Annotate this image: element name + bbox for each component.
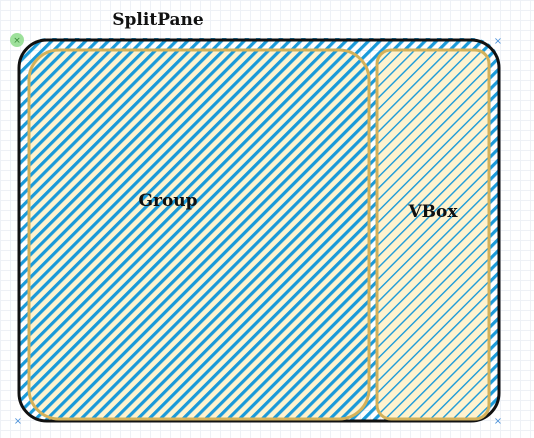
vbox-hatch-fill	[377, 50, 489, 419]
splitpane-label: SplitPane	[112, 10, 204, 30]
group-label: Group	[138, 191, 198, 211]
splitpane-outline	[17, 38, 501, 423]
vbox-label: VBox	[408, 202, 458, 222]
resize-handle-bottom-left-icon[interactable]: ×	[14, 416, 22, 427]
group-hatch-fill	[29, 50, 369, 419]
rotate-handle-x-icon: ×	[13, 36, 21, 46]
group-outline	[27, 48, 371, 421]
resize-handle-bottom-right-icon[interactable]: ×	[494, 416, 502, 427]
vbox-outline	[375, 48, 491, 421]
vbox-box[interactable]	[375, 48, 491, 421]
group-box[interactable]	[27, 48, 371, 421]
resize-handle-top-right-icon[interactable]: ×	[494, 36, 502, 47]
rotate-handle-icon[interactable]	[10, 33, 24, 47]
